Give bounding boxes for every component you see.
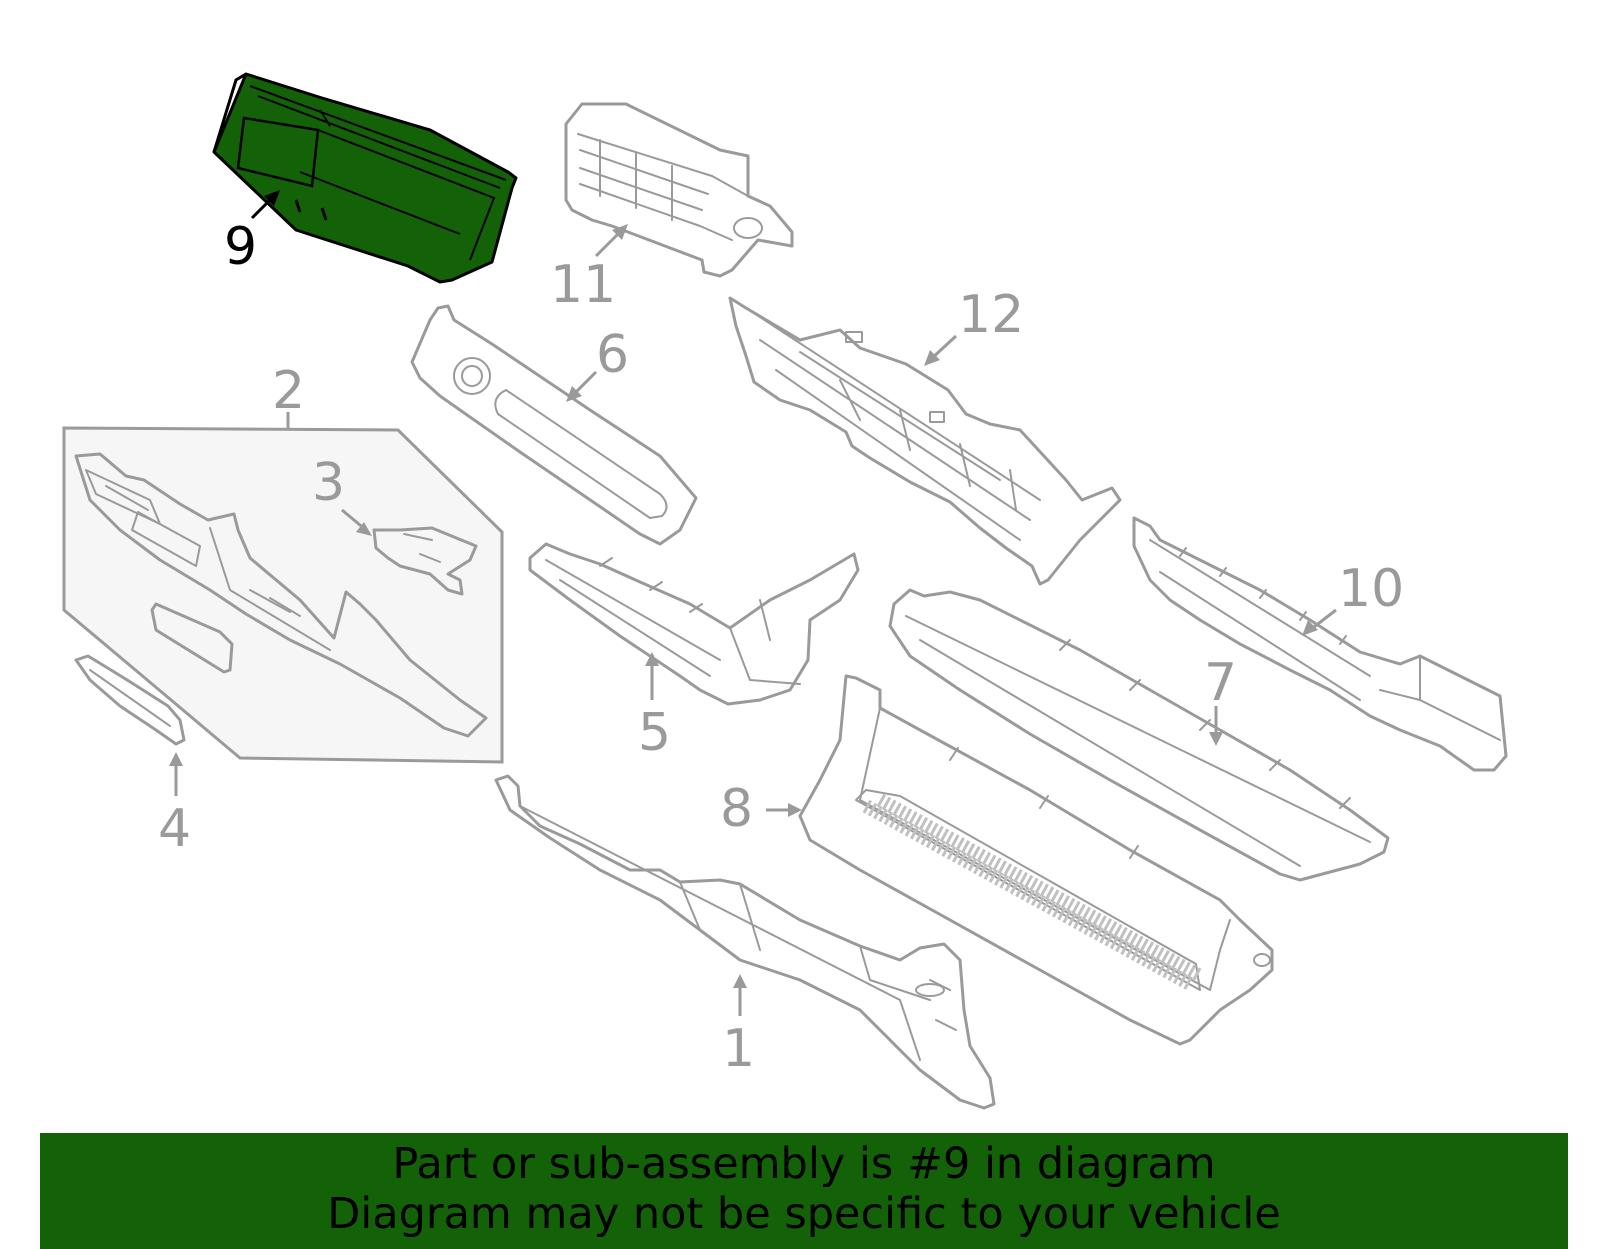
- callout-5[interactable]: 5: [638, 703, 671, 763]
- leader-arrows: [169, 190, 1337, 1016]
- callout-12[interactable]: 12: [958, 285, 1024, 345]
- part-7[interactable]: [888, 588, 1390, 882]
- callout-1[interactable]: 1: [722, 1019, 755, 1079]
- part-10[interactable]: [1132, 516, 1508, 772]
- callout-11[interactable]: 11: [550, 255, 616, 315]
- part-12[interactable]: [728, 296, 1122, 586]
- callout-7[interactable]: 7: [1204, 653, 1237, 713]
- callout-9[interactable]: 9: [224, 217, 257, 277]
- part-5[interactable]: [528, 542, 860, 706]
- callout-6[interactable]: 6: [596, 325, 629, 385]
- part-11[interactable]: [564, 102, 794, 278]
- banner-line-2: Diagram may not be specific to your vehi…: [327, 1189, 1281, 1239]
- part-1[interactable]: [494, 774, 996, 1110]
- part-8[interactable]: [798, 674, 1274, 1046]
- banner-line-1: Part or sub-assembly is #9 in diagram: [392, 1139, 1216, 1189]
- callout-4[interactable]: 4: [158, 799, 191, 859]
- part-9-highlighted[interactable]: [212, 72, 518, 284]
- callout-10[interactable]: 10: [1338, 559, 1404, 619]
- callout-3[interactable]: 3: [312, 453, 345, 513]
- part-6[interactable]: [410, 304, 698, 546]
- part-2-assembly[interactable]: [62, 426, 504, 764]
- callout-8[interactable]: 8: [720, 779, 753, 839]
- callout-2[interactable]: 2: [272, 361, 305, 421]
- info-banner: Part or sub-assembly is #9 in diagram Di…: [40, 1133, 1568, 1249]
- part-4[interactable]: [74, 654, 186, 746]
